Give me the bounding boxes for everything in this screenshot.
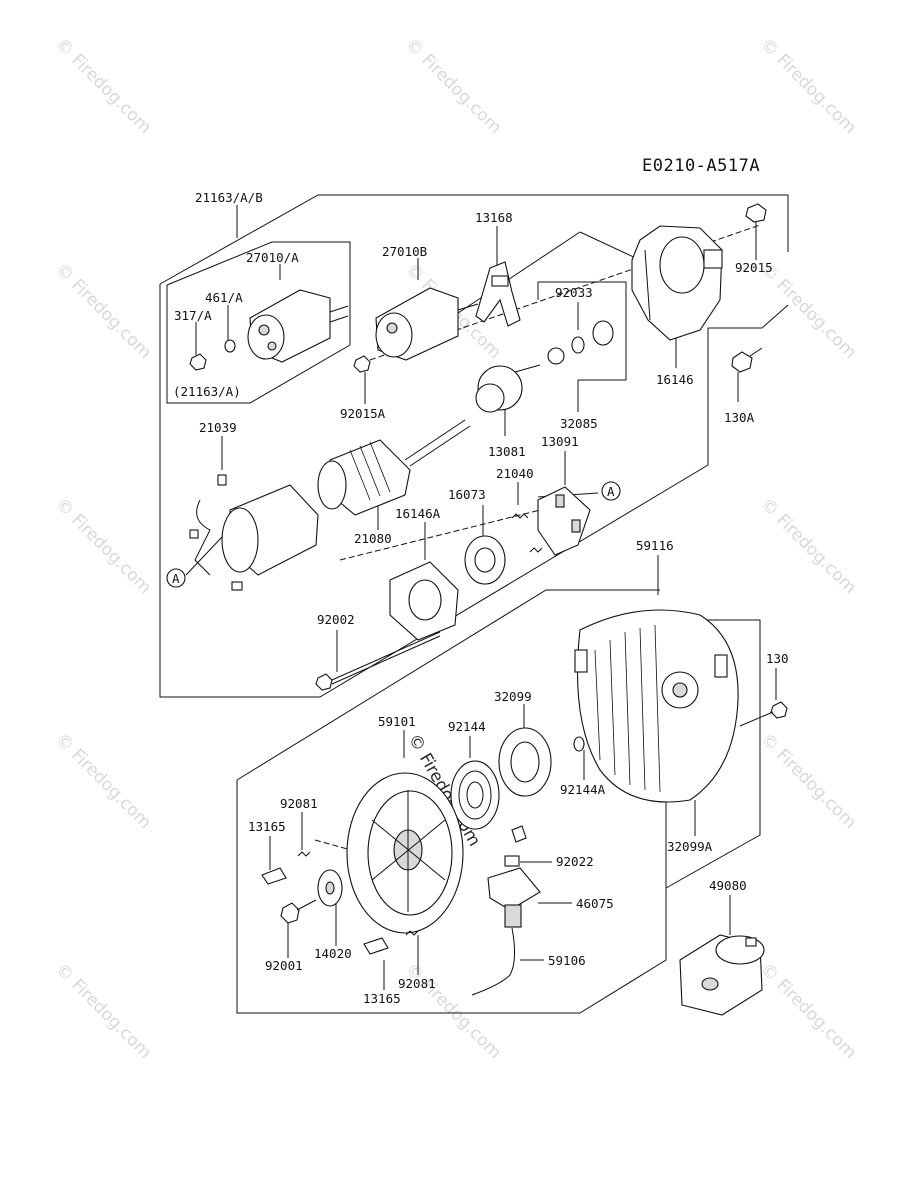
- brush-plate-16073: [464, 535, 506, 585]
- through-bolt-92002: [315, 631, 441, 691]
- label-27010-a: 27010/A: [246, 250, 299, 265]
- brush-holder-13091: [537, 486, 591, 556]
- shift-lever-13168: [475, 261, 521, 327]
- washer-14020: [317, 869, 343, 907]
- washer-461-a: [224, 339, 236, 353]
- snap-ring-92033: [547, 320, 614, 365]
- label-13091: 13091: [541, 434, 579, 449]
- watermark: © Firedog.com: [51, 259, 155, 363]
- solenoid-inset-box: [166, 241, 351, 404]
- label-92081-lower: 92081: [398, 976, 436, 991]
- marker-a-left: A: [166, 568, 186, 588]
- label-21163-a-b: 21163/A/B: [195, 190, 263, 205]
- label-92144a: 92144A: [560, 782, 606, 797]
- spring-92081-upper: [297, 851, 311, 857]
- spiral-spring-92144: [450, 760, 500, 830]
- label-130: 130: [766, 651, 789, 666]
- watermark: © Firedog.com: [756, 959, 860, 1063]
- pawl-pin-92022: [504, 825, 527, 867]
- label-49080: 49080: [709, 878, 747, 893]
- label-92015: 92015: [735, 260, 773, 275]
- handle-46075: [487, 867, 541, 928]
- watermark: © Firedog.com: [51, 959, 155, 1063]
- label-92144: 92144: [448, 719, 486, 734]
- label-21040: 21040: [496, 466, 534, 481]
- label-92033: 92033: [555, 285, 593, 300]
- yoke-21039: [189, 474, 319, 591]
- label-21163-a: (21163/A): [173, 384, 241, 399]
- brush-spring-21040: [511, 513, 543, 553]
- label-59116: 59116: [636, 538, 674, 553]
- label-27010b: 27010B: [382, 244, 427, 259]
- label-130a: 130A: [724, 410, 755, 425]
- watermark: © Firedog.com: [756, 34, 860, 138]
- part-labels: 21163/A/B 27010/A 461/A 317/A (21163/A) …: [173, 190, 789, 1006]
- armature-21080: [317, 419, 471, 516]
- label-92081-upper: 92081: [280, 796, 318, 811]
- solenoid-27010-a: [247, 289, 349, 363]
- ring-32099: [498, 727, 552, 797]
- solenoid-27010b: [375, 287, 479, 361]
- label-16146: 16146: [656, 372, 694, 387]
- marker-a-left-label: A: [172, 571, 180, 586]
- label-59101: 59101: [378, 714, 416, 729]
- leader-lines: [185, 216, 777, 990]
- label-21080: 21080: [354, 531, 392, 546]
- watermark: © Firedog.com: [756, 494, 860, 598]
- watermark: © Firedog.com: [756, 729, 860, 833]
- cup-49080: [679, 934, 765, 1016]
- label-92001: 92001: [265, 958, 303, 973]
- label-14020: 14020: [314, 946, 352, 961]
- label-32099: 32099: [494, 689, 532, 704]
- watermark: © Firedog.com: [401, 34, 505, 138]
- diagram-code: E0210-A517A: [642, 156, 760, 176]
- label-21039: 21039: [199, 420, 237, 435]
- label-92002: 92002: [317, 612, 355, 627]
- bolt-130a: [731, 347, 763, 373]
- starter-assembly-frame: [159, 194, 789, 698]
- spring-92081-lower: [405, 930, 419, 936]
- bolt-92001: [280, 899, 317, 924]
- watermark: © Firedog.com: [51, 494, 155, 598]
- watermarks: © Firedog.com © Firedog.com © Firedog.co…: [51, 34, 860, 1063]
- front-bracket-16146: [631, 225, 723, 341]
- reel-59101: [346, 772, 464, 934]
- label-46075: 46075: [576, 896, 614, 911]
- label-13165-upper: 13165: [248, 819, 286, 834]
- label-13081: 13081: [488, 444, 526, 459]
- label-92022: 92022: [556, 854, 594, 869]
- label-16146a: 16146A: [395, 506, 441, 521]
- label-32099a: 32099A: [667, 839, 713, 854]
- rear-bracket-16146a: [389, 561, 459, 641]
- nut-92015a: [353, 355, 371, 373]
- label-32085: 32085: [560, 416, 598, 431]
- label-16073: 16073: [448, 487, 486, 502]
- label-461-a: 461/A: [205, 290, 243, 305]
- marker-a-right: A: [601, 481, 621, 501]
- watermark: © Firedog.com: [51, 729, 155, 833]
- bolt-130: [739, 701, 788, 727]
- nut-92015: [745, 203, 767, 223]
- label-92015a: 92015A: [340, 406, 386, 421]
- label-13168: 13168: [475, 210, 513, 225]
- watermark: © Firedog.com: [401, 959, 505, 1063]
- recoil-cover-59116: [574, 609, 739, 803]
- spring-92144a: [573, 736, 585, 752]
- label-13165-lower: 13165: [363, 991, 401, 1006]
- nut-317-a: [189, 353, 207, 371]
- ratchet-13165-upper: [261, 867, 287, 885]
- ratchet-13165-lower: [363, 937, 389, 955]
- watermark: © Firedog.com: [51, 34, 155, 138]
- label-59106: 59106: [548, 953, 586, 968]
- marker-a-right-label: A: [607, 484, 615, 499]
- pinion-clutch-13081: [475, 364, 541, 413]
- label-317-a: 317/A: [174, 308, 212, 323]
- rope-59106: [471, 927, 516, 996]
